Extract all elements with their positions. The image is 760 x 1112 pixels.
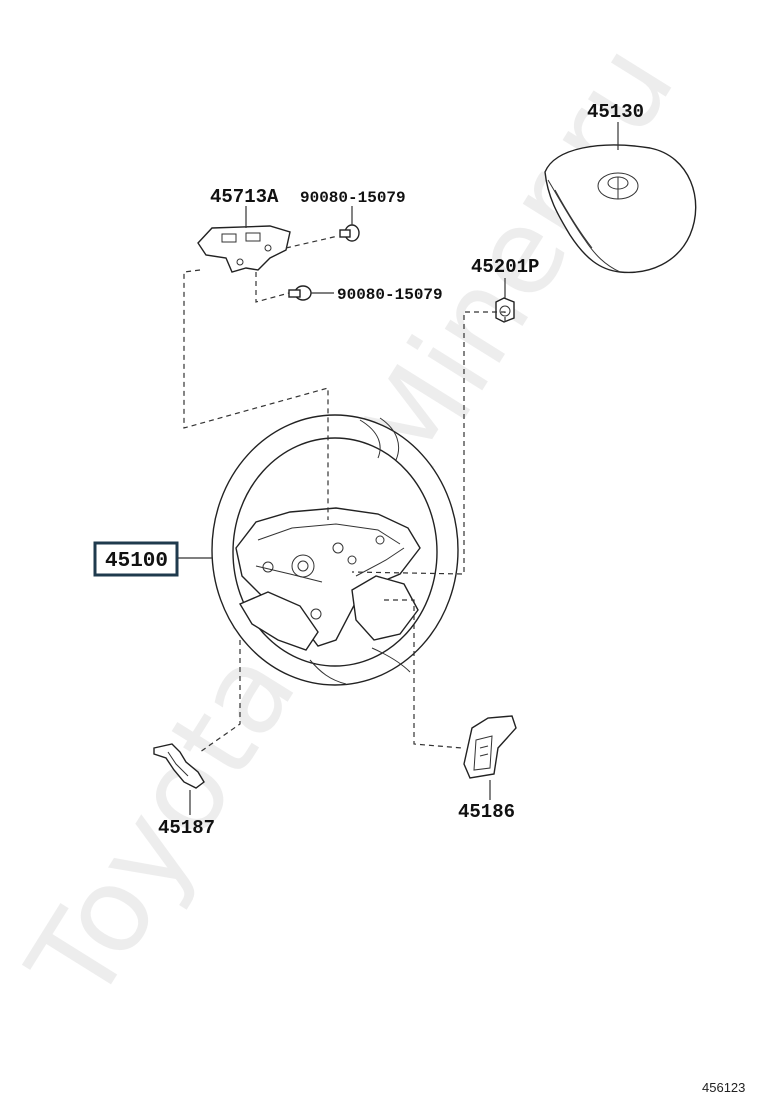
diagram-reference-id: 456123 [702,1080,745,1095]
steering-wheel-part[interactable] [211,414,459,686]
part-number-45187: 45187 [158,817,215,839]
airbag-part[interactable] [544,144,697,274]
part-number-45100: 45100 [105,550,168,573]
part-number-bolt-upper: 90080-15079 [300,189,406,207]
cover-left-part[interactable] [153,743,205,789]
part-number-45130: 45130 [587,101,644,123]
connection-lines [183,235,506,753]
part-number-45713a: 45713A [210,186,279,208]
part-number-45201p: 45201P [471,256,539,278]
bolt-upper-part[interactable] [339,224,360,242]
part-number-bolt-lower: 90080-15079 [337,286,443,304]
cap-part[interactable] [495,297,515,323]
bracket-part[interactable] [197,225,291,273]
part-highlight-box [93,541,179,577]
cover-right-part[interactable] [463,715,517,779]
bolt-lower-part[interactable] [288,285,312,301]
toyota-emblem-icon [597,172,639,200]
part-number-45186: 45186 [458,801,515,823]
